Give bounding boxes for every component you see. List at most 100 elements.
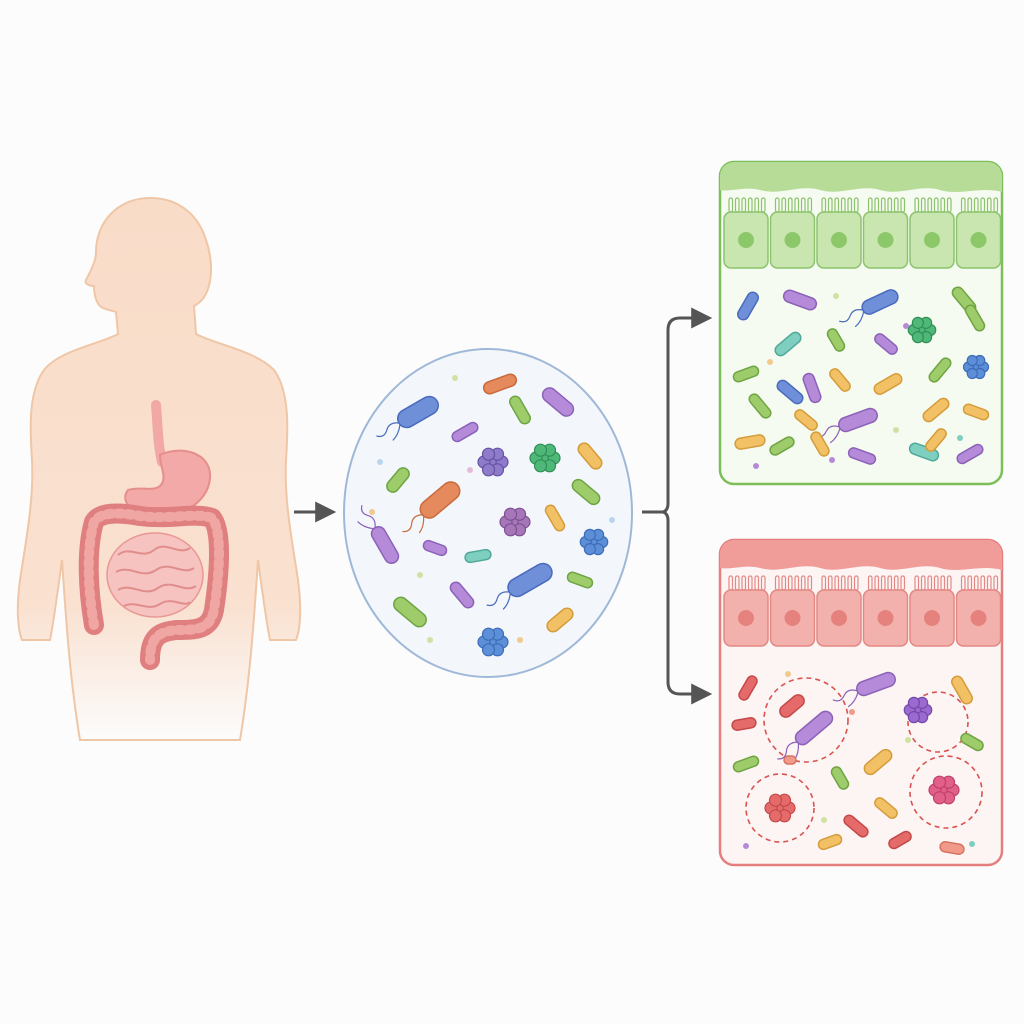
rod-bacterium-icon: [783, 755, 797, 765]
particle-dot: [427, 637, 433, 643]
epithelial-cell: [862, 197, 909, 269]
particle-dot: [969, 841, 975, 847]
epithelial-cell: [909, 575, 955, 647]
rod-bacterium-icon: [464, 548, 492, 564]
particle-dot: [957, 435, 963, 441]
particle-dot: [849, 709, 855, 715]
rod-bacterium-icon: [964, 304, 986, 332]
rod-bacterium-icon: [843, 814, 869, 838]
particle-dot: [767, 359, 773, 365]
cocci-cluster-icon: [764, 793, 796, 823]
rod-bacterium-icon: [509, 395, 531, 425]
rod-bacterium-icon: [422, 539, 448, 557]
epithelial-cell: [816, 197, 862, 269]
rod-bacterium-icon: [577, 442, 603, 470]
rod-bacterium-icon: [925, 428, 947, 452]
rod-bacterium-icon: [566, 571, 594, 589]
inflamed-epithelium-icon: [718, 538, 1004, 867]
rod-bacterium-icon: [734, 434, 766, 450]
rod-bacterium-icon: [832, 671, 896, 708]
particle-dot: [609, 517, 615, 523]
infection-zone-ring: [745, 773, 815, 843]
branch-connector: [642, 307, 713, 705]
infection-zone-ring: [763, 677, 849, 763]
rod-bacterium-icon: [482, 373, 518, 395]
cocci-cluster-icon: [907, 316, 937, 344]
rod-bacterium-icon: [546, 607, 574, 633]
cocci-cluster-icon: [928, 775, 960, 805]
rod-bacterium-icon: [830, 766, 850, 790]
cocci-cluster-icon: [903, 696, 933, 724]
rod-bacterium-icon: [847, 447, 877, 465]
epithelial-cell: [955, 197, 1002, 269]
cocci-cluster-icon: [477, 627, 509, 657]
rod-bacterium-icon: [737, 291, 759, 321]
particle-dot: [467, 467, 473, 473]
particle-dot: [903, 323, 909, 329]
rod-bacterium-icon: [386, 467, 410, 493]
rod-bacterium-icon: [826, 328, 846, 352]
rod-bacterium-icon: [402, 481, 461, 534]
rod-bacterium-icon: [962, 403, 990, 421]
epithelial-cell: [909, 197, 955, 269]
rod-bacterium-icon: [738, 675, 758, 701]
rod-bacterium-icon: [810, 431, 830, 457]
rod-bacterium-icon: [776, 379, 804, 405]
rod-bacterium-icon: [357, 505, 400, 565]
rod-bacterium-icon: [873, 373, 903, 395]
rod-bacterium-icon: [544, 504, 566, 532]
particle-dot: [743, 843, 749, 849]
epithelial-cell: [723, 197, 769, 269]
rod-bacterium-icon: [541, 387, 575, 417]
rod-bacterium-icon: [769, 436, 795, 456]
infection-zone-ring: [907, 691, 969, 753]
rod-bacterium-icon: [376, 395, 440, 441]
cocci-cluster-icon: [579, 528, 609, 556]
rod-bacterium-icon: [802, 372, 822, 404]
rod-bacterium-icon: [571, 478, 601, 506]
rod-bacterium-icon: [829, 368, 851, 392]
rod-bacterium-icon: [731, 717, 757, 731]
rod-bacterium-icon: [779, 694, 805, 718]
particle-dot: [517, 637, 523, 643]
rod-bacterium-icon: [486, 562, 553, 610]
particle-dot: [452, 375, 458, 381]
rod-bacterium-icon: [814, 407, 878, 444]
rod-bacterium-icon: [782, 289, 818, 311]
particle-dot: [893, 427, 899, 433]
epithelial-cell: [769, 197, 816, 269]
epithelial-cell: [955, 575, 1002, 647]
healthy-epithelium-icon: [718, 160, 1004, 486]
particle-dot: [417, 572, 423, 578]
epithelial-cell: [769, 575, 816, 647]
particle-dot: [821, 817, 827, 823]
rod-bacterium-icon: [960, 732, 984, 752]
epithelial-cell: [723, 575, 769, 647]
rod-bacterium-icon: [732, 365, 760, 383]
rod-bacterium-icon: [449, 581, 475, 609]
rod-bacterium-icon: [393, 596, 427, 628]
rod-bacterium-icon: [863, 748, 893, 776]
rod-bacterium-icon: [451, 421, 479, 443]
epithelial-cell: [862, 575, 909, 647]
particle-dot: [753, 463, 759, 469]
cocci-cluster-icon: [962, 354, 990, 380]
small-intestine: [106, 532, 204, 618]
particle-dot: [377, 459, 383, 465]
particle-dot: [605, 609, 611, 615]
rod-bacterium-icon: [817, 833, 843, 851]
cocci-cluster-icon: [499, 507, 531, 537]
particle-dot: [369, 509, 375, 515]
rod-bacterium-icon: [956, 443, 984, 465]
particle-dot: [829, 457, 835, 463]
rod-bacterium-icon: [928, 357, 952, 383]
infection-zone-ring: [909, 755, 983, 829]
rod-bacterium-icon: [874, 333, 898, 355]
particle-dot: [833, 293, 839, 299]
rod-bacterium-icon: [888, 830, 912, 850]
rod-bacterium-icon: [748, 393, 772, 419]
rod-bacterium-icon: [939, 841, 965, 855]
rod-bacterium-icon: [774, 331, 802, 357]
cocci-cluster-icon: [529, 443, 561, 473]
